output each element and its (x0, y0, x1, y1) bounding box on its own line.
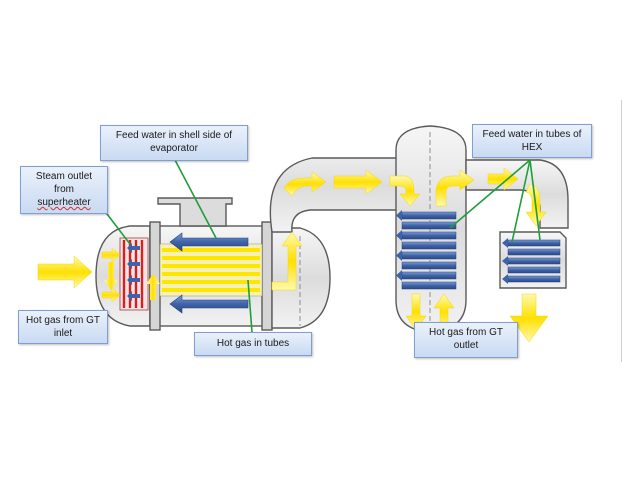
pointer-hex-1 (449, 159, 531, 229)
hex-coil-arrowheads (396, 210, 402, 281)
right-edge-divider (621, 100, 622, 362)
label-hot-gas-outlet-line2: outlet (453, 340, 479, 351)
outlet-arrow (509, 293, 549, 343)
module-coil-arrowheads (502, 238, 508, 284)
dome-vertical-arrows (104, 262, 160, 300)
water-arrow-top (169, 232, 249, 252)
inlet-arrow (37, 255, 93, 289)
centre-lines (299, 132, 431, 330)
left-tube-sheet (149, 221, 161, 331)
pointer-lines (103, 159, 541, 333)
label-hot-gas-inlet-line2: inlet (53, 328, 73, 339)
pointer-hex-3 (529, 159, 541, 241)
label-feed-water-shell-line2: evaporator (150, 143, 198, 154)
label-hot-gas-inlet-line1: Hot gas from GT (26, 315, 100, 326)
label-hot-gas-tubes-line1: Hot gas in tubes (216, 338, 290, 349)
plenum-up-arrow (271, 231, 303, 291)
outlet-plenum (271, 227, 331, 329)
label-feed-water-hex-line2: HEX (521, 142, 543, 153)
label-hot-gas-tubes: Hot gas in tubes (194, 332, 312, 356)
label-steam-outlet-line2: from (54, 184, 74, 195)
label-feed-water-hex: Feed water in tubes of HEX (472, 124, 592, 158)
evaporator-tubes (159, 243, 263, 297)
shell-water-arrows (169, 232, 249, 314)
label-steam-outlet: Steam outlet from superheater (20, 166, 108, 214)
pointer-hex-2 (511, 159, 531, 243)
label-feed-water-hex-line1: Feed water in tubes of (482, 129, 582, 140)
pointer-steam-outlet (103, 209, 131, 245)
pointer-feed-water-shell (174, 159, 217, 239)
label-steam-outlet-line1: Steam outlet (35, 171, 93, 182)
gas-flow-arrows (37, 167, 549, 343)
pointer-hot-gas-tubes (247, 279, 253, 333)
hex-coils (401, 211, 457, 290)
label-hot-gas-outlet-line1: Hot gas from GT (429, 327, 503, 338)
label-feed-water-shell-line1: Feed water in shell side of (115, 130, 233, 141)
label-steam-outlet-line3: superheater (37, 197, 91, 208)
superheater (119, 237, 149, 311)
label-hot-gas-outlet: Hot gas from GT outlet (414, 322, 518, 358)
water-arrow-bottom (169, 294, 249, 314)
label-feed-water-shell: Feed water in shell side of evaporator (100, 125, 248, 161)
steam-pipe (157, 197, 233, 227)
label-hot-gas-inlet: Hot gas from GT inlet (18, 310, 108, 344)
right-tube-sheet (261, 221, 273, 331)
